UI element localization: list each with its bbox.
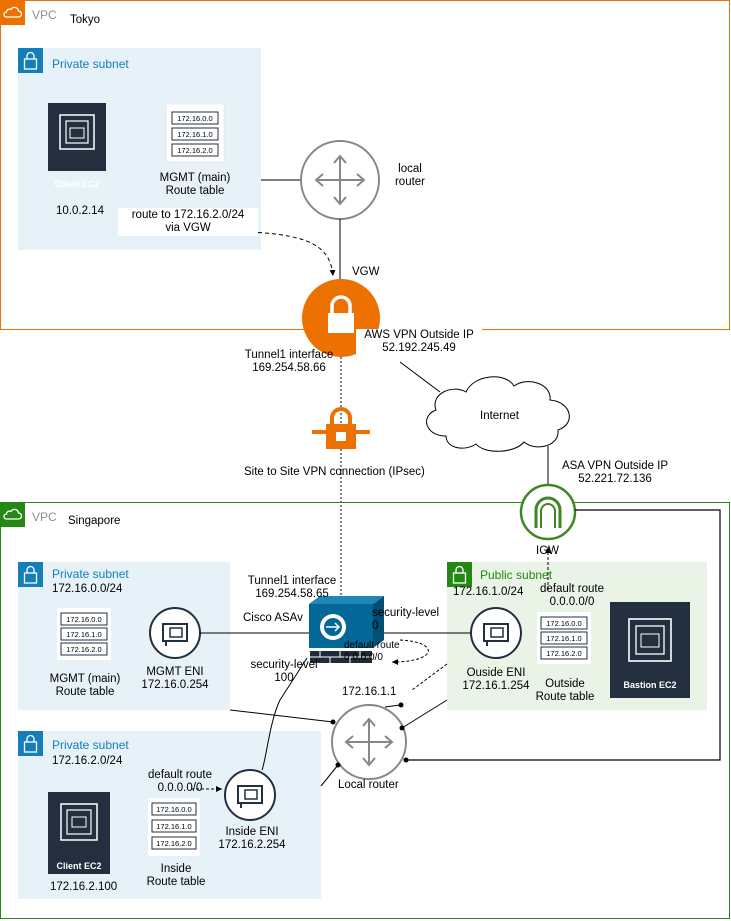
route-table-icon: 172.16.0.0 172.16.1.0 172.16.2.0 xyxy=(537,612,591,664)
svg-text:172.16.1.0: 172.16.1.0 xyxy=(156,822,191,831)
ec2-label: Bastion EC2 xyxy=(623,680,677,690)
ec2-label: Client EC2 xyxy=(56,861,102,871)
vpc-singapore-frame xyxy=(0,502,730,919)
asa-name-label: Cisco ASAv xyxy=(243,612,303,624)
security-level-100: security-level 100 xyxy=(250,659,318,684)
svg-text:172.16.1.0: 172.16.1.0 xyxy=(546,634,581,643)
route-table-icon: 172.16.0.0 172.16.1.0 172.16.2.0 xyxy=(57,608,111,660)
network-interface-icon xyxy=(224,769,276,821)
vpn-connection-icon xyxy=(312,407,370,449)
cisco-asa-icon xyxy=(309,596,384,663)
vgw-label: VGW xyxy=(352,266,380,278)
route-table-icon: 172.16.0.0 172.16.1.0 172.16.2.0 xyxy=(165,103,225,163)
vpn-connection-label: Site to Site VPN connection (IPsec) xyxy=(244,466,425,478)
asa-default-route: default route 0.0.0.0/0 xyxy=(344,640,400,663)
route-note: route to 172.16.2.0/24 via VGW xyxy=(118,208,258,236)
inside-eni-label: Inside ENI 172.16.2.254 xyxy=(218,826,286,851)
igw-label: IGW xyxy=(536,545,559,557)
svg-text:172.16.0.0: 172.16.0.0 xyxy=(66,615,101,624)
route-table-label: Inside Route table xyxy=(146,863,206,888)
router-icon xyxy=(300,140,380,220)
route-table-icon: 172.16.0.0 172.16.1.0 172.16.2.0 xyxy=(148,798,200,856)
svg-text:172.16.1.0: 172.16.1.0 xyxy=(66,630,101,639)
ec2-label: Client EC2 xyxy=(54,179,100,189)
network-interface-icon xyxy=(470,607,522,659)
subnet-title: Private subnet xyxy=(52,567,129,581)
svg-text:172.16.0.0: 172.16.0.0 xyxy=(177,114,212,123)
internet-label: Internet xyxy=(480,410,519,422)
svg-text:172.16.0.0: 172.16.0.0 xyxy=(156,805,191,814)
inside-default-route: default route 0.0.0.0/0 xyxy=(148,769,212,794)
region-label: Tokyo xyxy=(70,14,101,26)
route-table-label: MGMT (main) Route table xyxy=(49,673,121,698)
subnet-cidr: 172.16.1.0/24 xyxy=(453,586,524,598)
tunnel-asa-label: Tunnel1 interface 169.254.58.65 xyxy=(247,575,337,600)
vpc-label: VPC xyxy=(32,510,57,524)
network-interface-icon xyxy=(149,607,201,659)
subnet-title: Private subnet xyxy=(52,57,129,71)
subnet-cidr: 172.16.2.0/24 xyxy=(52,755,123,767)
aws-vpn-outside-ip: AWS VPN Outside IP 52.192.245.49 xyxy=(356,329,482,355)
mgmt-eni-label: MGMT ENI 172.16.0.254 xyxy=(141,666,209,691)
router-icon xyxy=(331,704,407,780)
local-router-label: local router xyxy=(394,163,426,188)
svg-text:172.16.2.0: 172.16.2.0 xyxy=(156,839,191,848)
public-default-route: default route 0.0.0.0/0 xyxy=(540,583,604,608)
outside-eni-label: Ouside ENI 172.16.1.254 xyxy=(462,667,530,692)
svg-text:172.16.2.0: 172.16.2.0 xyxy=(177,146,212,155)
vpc-cloud-icon xyxy=(3,508,23,520)
vpc-cloud-icon xyxy=(3,6,23,18)
svg-text:172.16.0.0: 172.16.0.0 xyxy=(546,619,581,628)
route-table-label: Outside Route table xyxy=(535,678,595,703)
svg-text:172.16.1.0: 172.16.1.0 xyxy=(177,130,212,139)
router-ip: 172.16.1.1 xyxy=(342,686,397,698)
local-router-label: Local router xyxy=(338,779,399,791)
ec2-chip-icon xyxy=(48,792,110,874)
tunnel-aws-label: Tunnel1 interface 169.254.58.66 xyxy=(244,349,334,374)
subnet-cidr: 172.16.0.0/24 xyxy=(52,583,123,595)
client-ip: 172.16.2.100 xyxy=(50,881,118,893)
route-table-label: MGMT (main) Route table xyxy=(159,172,231,197)
subnet-title: Public subnet xyxy=(480,568,553,582)
lock-icon xyxy=(23,51,38,70)
security-level-0: security-level 0 xyxy=(372,607,440,632)
region-label: Singapore xyxy=(68,515,121,527)
svg-text:172.16.2.0: 172.16.2.0 xyxy=(546,649,581,658)
subnet-title: Private subnet xyxy=(52,738,129,752)
internet-gateway-icon xyxy=(519,483,577,541)
svg-text:172.16.2.0: 172.16.2.0 xyxy=(66,645,101,654)
ec2-chip-icon xyxy=(610,602,690,698)
vpc-label: VPC xyxy=(32,8,57,22)
ec2-chip-icon xyxy=(48,103,106,171)
internet-cloud-icon xyxy=(426,376,570,452)
asa-vpn-outside-ip: ASA VPN Outside IP 52.221.72.136 xyxy=(561,460,669,485)
client-ip: 10.0.2.14 xyxy=(56,205,104,217)
